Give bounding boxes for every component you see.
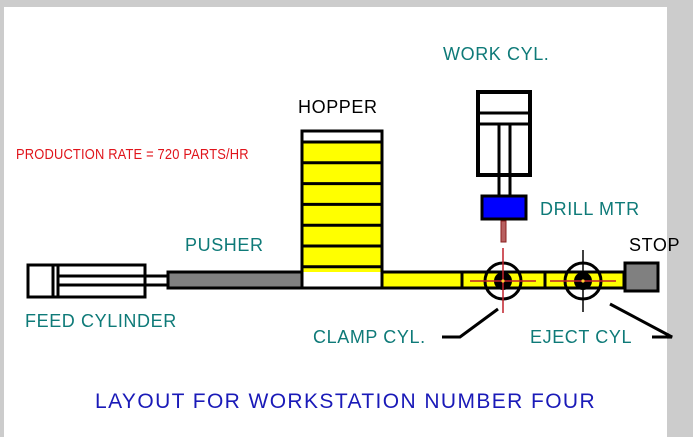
eject-cylinder — [550, 250, 616, 312]
pusher-rod — [166, 270, 304, 290]
clamp-cylinder — [470, 248, 536, 313]
pusher-label: PUSHER — [185, 235, 264, 255]
clamp-leader-line — [442, 307, 499, 339]
feed-cylinder — [26, 263, 168, 299]
eject-leader-line — [609, 302, 673, 339]
diagram-title: LAYOUT FOR WORKSTATION NUMBER FOUR — [95, 390, 597, 413]
drill-motor-label: DRILL MTR — [540, 199, 640, 219]
production-rate: PRODUCTION RATE = 720 PARTS/HR — [16, 146, 249, 163]
hopper-label: HOPPER — [298, 97, 378, 117]
clamp-cylinder-label: CLAMP CYL. — [313, 327, 426, 347]
feed-cylinder-label: FEED CYLINDER — [25, 311, 177, 331]
eject-cylinder-label: EJECT CYL — [530, 327, 633, 347]
hopper — [300, 129, 384, 290]
drill-bit — [500, 220, 507, 243]
work-cylinder-label: WORK CYL. — [443, 44, 550, 64]
work-cylinder — [476, 90, 532, 196]
drill-motor — [480, 194, 528, 221]
stop-block — [623, 261, 660, 293]
stop-label: STOP — [629, 235, 681, 255]
